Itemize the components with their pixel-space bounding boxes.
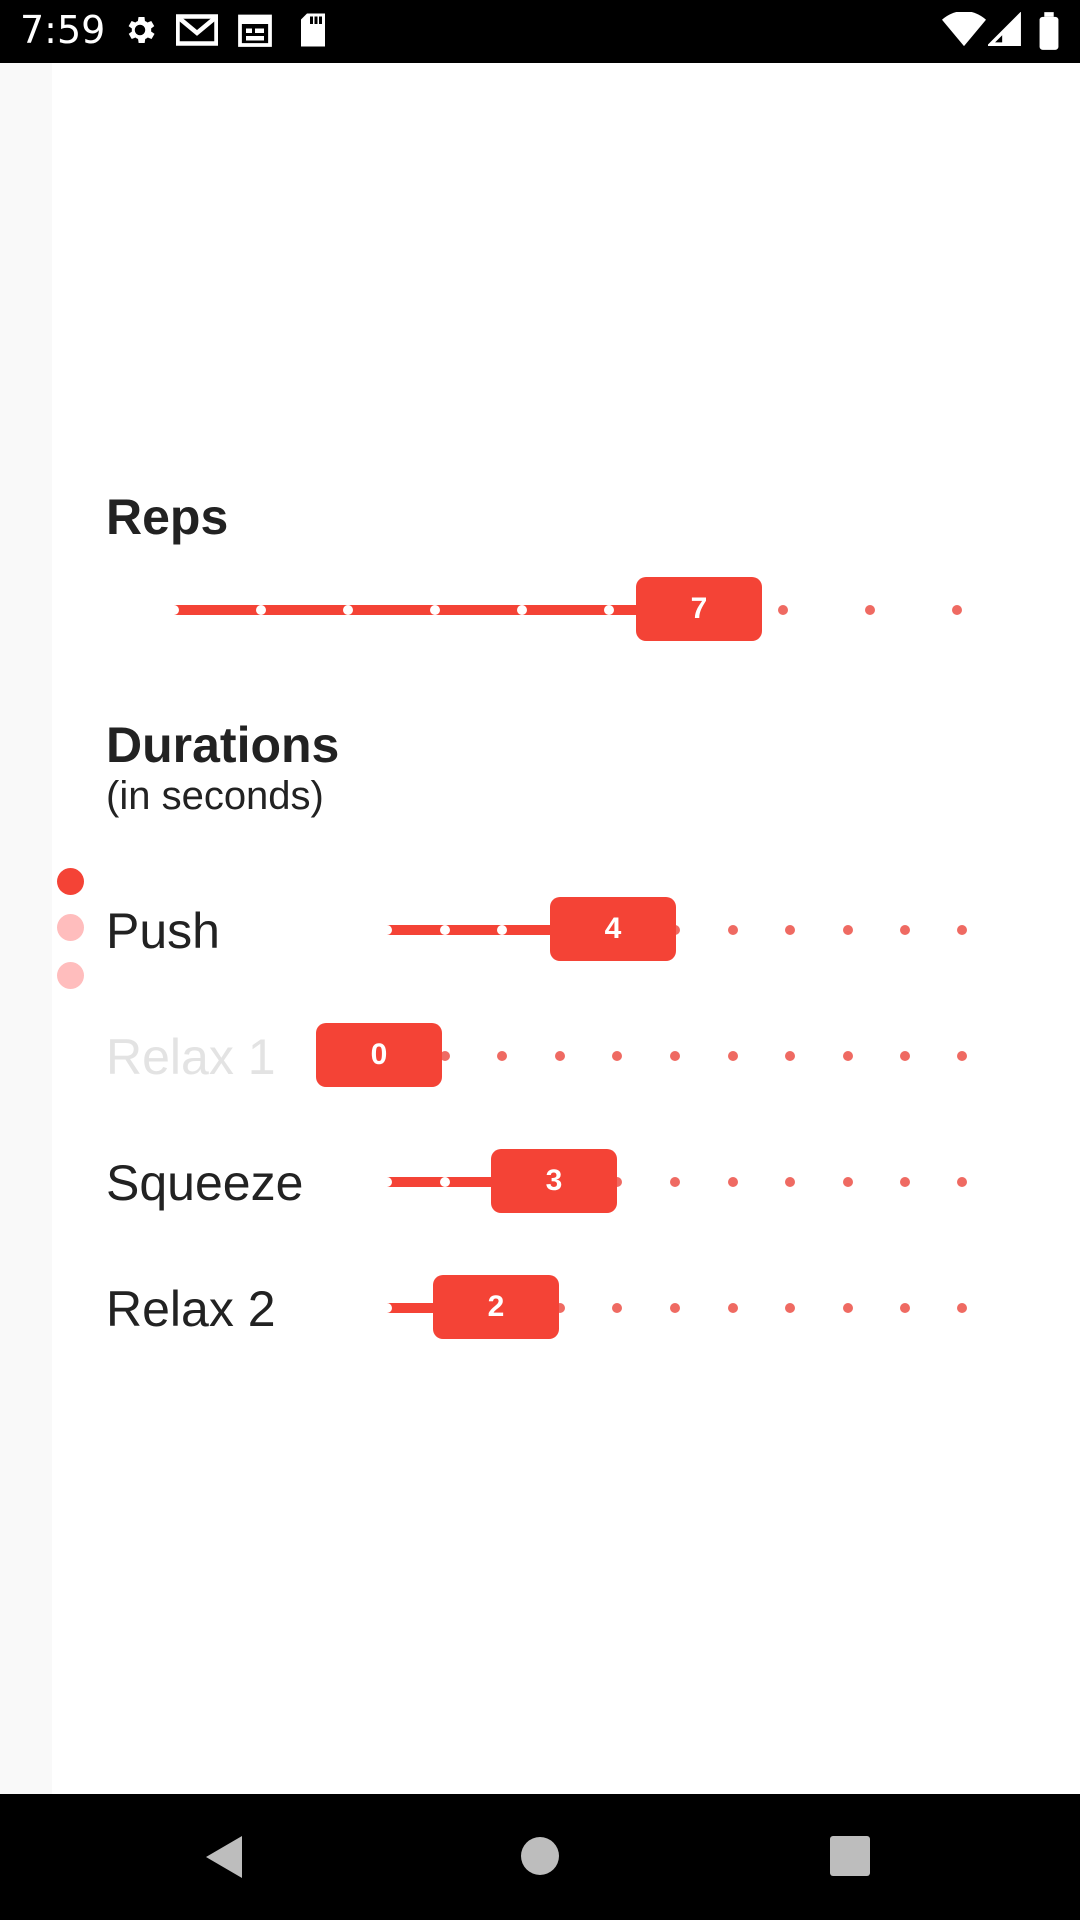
durations-subtitle: (in seconds) xyxy=(106,774,324,818)
sd-card-icon xyxy=(298,12,328,53)
push-tick xyxy=(382,925,392,935)
push-tick xyxy=(440,925,450,935)
reps-title: Reps xyxy=(106,489,229,545)
relax-1-tick xyxy=(728,1051,738,1061)
cell-signal-icon xyxy=(986,11,1022,53)
squeeze-tick xyxy=(382,1177,392,1187)
page-indicator-dot-1[interactable] xyxy=(57,868,84,895)
status-bar: 7:59 xyxy=(0,0,1080,63)
push-slider-thumb[interactable]: 4 xyxy=(550,897,676,961)
squeeze-tick xyxy=(785,1177,795,1187)
relax-2-tick xyxy=(670,1303,680,1313)
reps-tick xyxy=(952,605,962,615)
push-label: Push xyxy=(106,903,220,959)
page-indicator-dot-3[interactable] xyxy=(57,962,84,989)
push-tick xyxy=(900,925,910,935)
push-tick xyxy=(497,925,507,935)
gmail-icon xyxy=(175,12,219,53)
reps-tick xyxy=(430,605,440,615)
push-tick xyxy=(728,925,738,935)
reps-slider-track xyxy=(174,605,734,615)
relax-1-tick xyxy=(555,1051,565,1061)
squeeze-tick xyxy=(612,1177,622,1187)
squeeze-slider-track xyxy=(387,1177,555,1187)
squeeze-tick xyxy=(957,1177,967,1187)
relax-2-tick xyxy=(382,1303,392,1313)
relax-2-tick xyxy=(957,1303,967,1313)
reps-tick xyxy=(865,605,875,615)
page-indicator-dot-2[interactable] xyxy=(57,914,84,941)
relax-1-tick xyxy=(843,1051,853,1061)
calendar-icon xyxy=(237,12,273,53)
reps-tick xyxy=(604,605,614,615)
reps-tick xyxy=(343,605,353,615)
squeeze-tick xyxy=(728,1177,738,1187)
squeeze-label: Squeeze xyxy=(106,1155,304,1211)
relax-1-tick xyxy=(497,1051,507,1061)
relax-1-tick xyxy=(900,1051,910,1061)
squeeze-tick xyxy=(440,1177,450,1187)
push-tick xyxy=(785,925,795,935)
durations-title: Durations xyxy=(106,717,340,773)
squeeze-tick xyxy=(900,1177,910,1187)
reps-tick xyxy=(256,605,266,615)
relax-2-slider[interactable]: 2 xyxy=(382,1275,967,1339)
relax-2-tick xyxy=(728,1303,738,1313)
relax-1-tick xyxy=(440,1051,450,1061)
relax-2-tick xyxy=(612,1303,622,1313)
reps-slider-thumb[interactable]: 7 xyxy=(636,577,762,641)
relax-1-tick xyxy=(670,1051,680,1061)
squeeze-slider[interactable]: 3 xyxy=(382,1149,967,1213)
recents-icon[interactable] xyxy=(830,1836,870,1881)
relax-2-tick xyxy=(900,1303,910,1313)
relax-2-tick xyxy=(843,1303,853,1313)
reps-tick xyxy=(169,605,179,615)
relax-1-slider[interactable]: 0 xyxy=(316,1023,967,1087)
relax-1-tick xyxy=(785,1051,795,1061)
status-time: 7:59 xyxy=(20,8,106,52)
side-rail xyxy=(0,63,52,1794)
reps-tick xyxy=(517,605,527,615)
relax-1-tick xyxy=(612,1051,622,1061)
relax-1-tick xyxy=(957,1051,967,1061)
battery-icon xyxy=(1038,12,1060,55)
squeeze-tick xyxy=(670,1177,680,1187)
relax-2-tick xyxy=(555,1303,565,1313)
relax-1-slider-thumb[interactable]: 0 xyxy=(316,1023,442,1087)
back-icon[interactable] xyxy=(204,1834,244,1885)
squeeze-tick xyxy=(843,1177,853,1187)
home-icon[interactable] xyxy=(520,1836,560,1881)
relax-2-slider-thumb[interactable]: 2 xyxy=(433,1275,559,1339)
push-tick xyxy=(843,925,853,935)
relax-1-label: Relax 1 xyxy=(106,1029,276,1085)
reps-tick xyxy=(778,605,788,615)
push-slider[interactable]: 4 xyxy=(382,897,967,961)
relax-2-label: Relax 2 xyxy=(106,1281,276,1337)
gear-icon xyxy=(122,12,158,53)
relax-2-tick xyxy=(785,1303,795,1313)
navigation-bar xyxy=(0,1794,1080,1920)
wifi-icon xyxy=(942,11,986,53)
squeeze-slider-thumb[interactable]: 3 xyxy=(491,1149,617,1213)
reps-slider[interactable]: 7 xyxy=(169,577,969,641)
push-tick xyxy=(957,925,967,935)
